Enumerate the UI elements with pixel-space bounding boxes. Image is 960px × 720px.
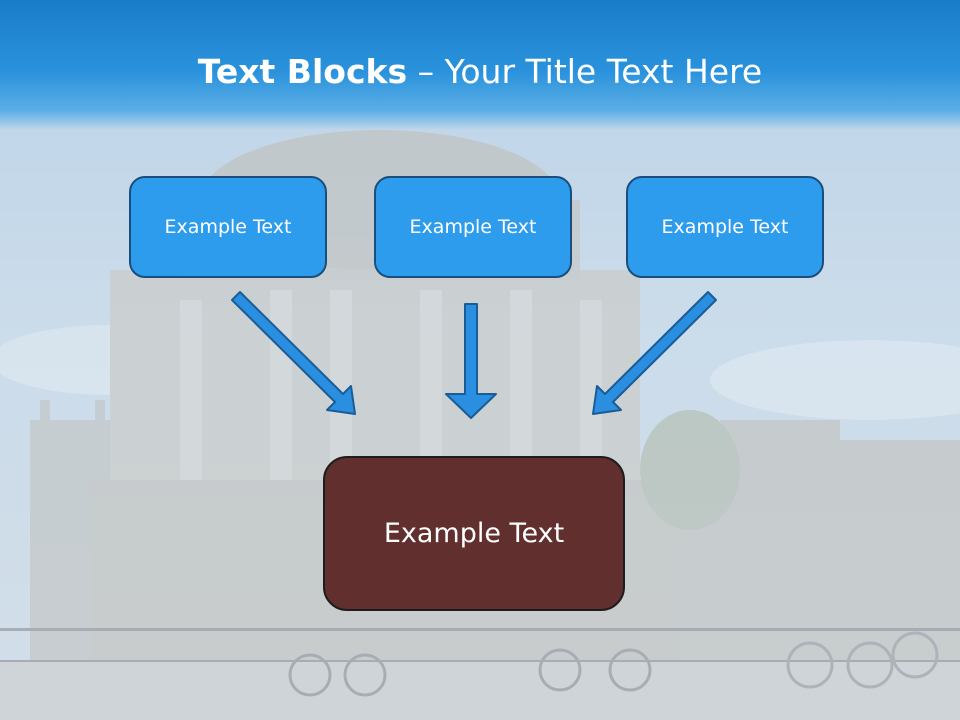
target-text-block-label: Example Text xyxy=(383,518,565,549)
arrow-left-diagonal xyxy=(231,291,356,415)
title-rest: Your Title Text Here xyxy=(444,52,763,91)
arrow-right-diagonal xyxy=(592,291,717,415)
text-block-2[interactable]: Example Text xyxy=(374,176,572,278)
text-block-1-label: Example Text xyxy=(164,216,292,238)
target-text-block[interactable]: Example Text xyxy=(323,456,625,611)
text-block-1[interactable]: Example Text xyxy=(129,176,327,278)
slide-title: Text Blocks – Your Title Text Here xyxy=(0,52,960,91)
text-block-2-label: Example Text xyxy=(409,216,537,238)
text-block-3-label: Example Text xyxy=(661,216,789,238)
title-bold-part: Text Blocks xyxy=(197,52,408,91)
title-band xyxy=(0,0,960,130)
title-separator: – xyxy=(407,52,445,91)
arrow-center-down xyxy=(445,303,497,419)
text-block-3[interactable]: Example Text xyxy=(626,176,824,278)
